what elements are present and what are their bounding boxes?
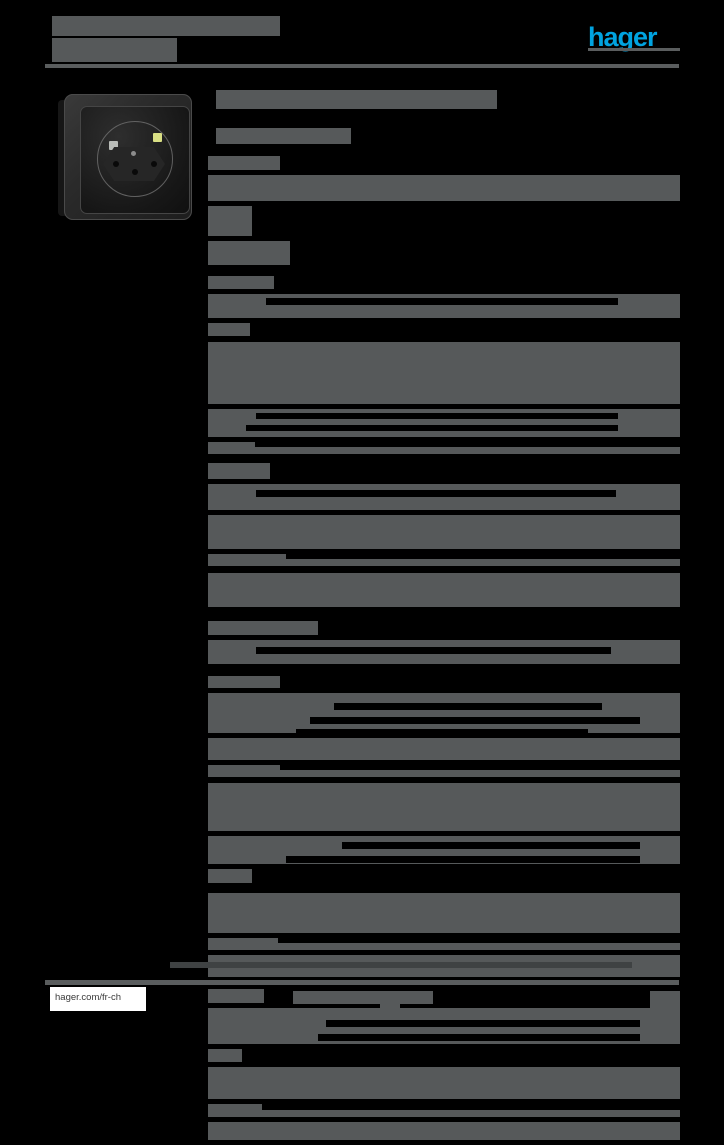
- table-cell-gap: [252, 206, 680, 212]
- table-row: [208, 554, 680, 566]
- table-row: [208, 676, 680, 688]
- table-row-section-gap: [274, 276, 680, 289]
- header-title-line2: [52, 38, 177, 62]
- indicator-led-left: [109, 141, 118, 150]
- page-subtitle: [216, 128, 351, 144]
- indicator-led-right: [153, 133, 162, 142]
- table-row: [208, 765, 680, 777]
- footer-url-text: hager.com/fr-ch: [55, 992, 121, 1003]
- table-row: [208, 241, 680, 265]
- table-row: [208, 738, 680, 760]
- hager-logo-text: hager: [588, 22, 658, 52]
- table-cell-gap: [296, 729, 588, 736]
- table-row-section-gap: [270, 463, 680, 479]
- footer-url[interactable]: hager.com/fr-ch: [50, 987, 146, 1011]
- table-cell-gap: [286, 554, 680, 559]
- header-title-line1: [52, 16, 280, 36]
- socket-side-shadow: [58, 100, 68, 216]
- table-row: [208, 515, 680, 549]
- table-row: [208, 783, 680, 831]
- table-cell-gap: [250, 323, 680, 329]
- table-row: [208, 1049, 680, 1062]
- table-row-section-gap: [280, 676, 680, 688]
- table-cell-gap: [342, 842, 640, 849]
- table-row: [208, 484, 680, 510]
- footer-page-number: [650, 991, 680, 1010]
- table-row: [208, 342, 680, 404]
- socket-pin-centre: [132, 169, 138, 175]
- table-row: [208, 276, 680, 289]
- footer-center-text-secondary: [380, 1003, 400, 1011]
- table-cell-gap: [255, 442, 680, 447]
- table-row: [208, 869, 680, 883]
- table-cell-gap: [280, 765, 680, 770]
- table-cell-gap: [262, 1104, 680, 1110]
- table-row: [208, 621, 680, 635]
- table-row: [208, 206, 680, 236]
- page-title: [216, 90, 497, 109]
- table-row: [208, 442, 680, 454]
- table-cell-gap: [256, 490, 616, 497]
- table-cell-gap: [290, 257, 620, 263]
- table-row: [208, 323, 680, 336]
- datasheet-page: hager hager.com/fr-c: [45, 16, 680, 1140]
- table-cell-gap: [318, 1034, 640, 1041]
- table-cell-gap: [256, 413, 618, 419]
- table-cell-gap: [256, 647, 611, 654]
- table-cell-gap: [252, 871, 680, 877]
- table-cell-gap: [310, 717, 640, 724]
- socket-pin-right: [151, 161, 157, 167]
- table-cell-gap: [278, 938, 680, 943]
- table-row-section-gap: [318, 621, 680, 635]
- table-row: [208, 463, 680, 479]
- product-image: [58, 90, 200, 230]
- table-row: [208, 409, 680, 437]
- table-row: [208, 175, 680, 201]
- table-row-section-gap: [280, 156, 680, 170]
- table-row: [208, 938, 680, 950]
- table-row: [208, 989, 680, 1003]
- footer-center-text: [293, 991, 433, 1004]
- table-row: [208, 893, 680, 933]
- logo-underbar: [588, 48, 680, 51]
- header-divider: [45, 64, 679, 68]
- socket-face: [80, 106, 190, 214]
- socket-pin-left: [113, 161, 119, 167]
- table-cell-gap: [242, 1050, 680, 1056]
- table-cell-gap: [334, 703, 602, 710]
- table-row: [208, 294, 680, 318]
- table-cell-gap: [286, 856, 640, 863]
- table-row: [208, 1008, 680, 1044]
- socket-earth-screw: [131, 151, 136, 156]
- table-cell-gap: [266, 298, 618, 305]
- table-row: [208, 640, 680, 664]
- table-row: [208, 1122, 680, 1140]
- hager-logo[interactable]: hager: [588, 22, 680, 52]
- specification-table: [208, 156, 680, 1145]
- footer-divider: [45, 980, 679, 985]
- socket-body: [64, 94, 192, 220]
- socket-ring: [97, 121, 173, 197]
- table-row: [208, 836, 680, 864]
- table-row: [208, 1104, 680, 1117]
- table-row: [208, 156, 680, 170]
- table-row: [208, 693, 680, 736]
- table-row: [208, 1067, 680, 1099]
- table-cell-gap: [246, 425, 618, 431]
- footer-top-bar: [170, 962, 632, 968]
- table-row: [208, 573, 680, 607]
